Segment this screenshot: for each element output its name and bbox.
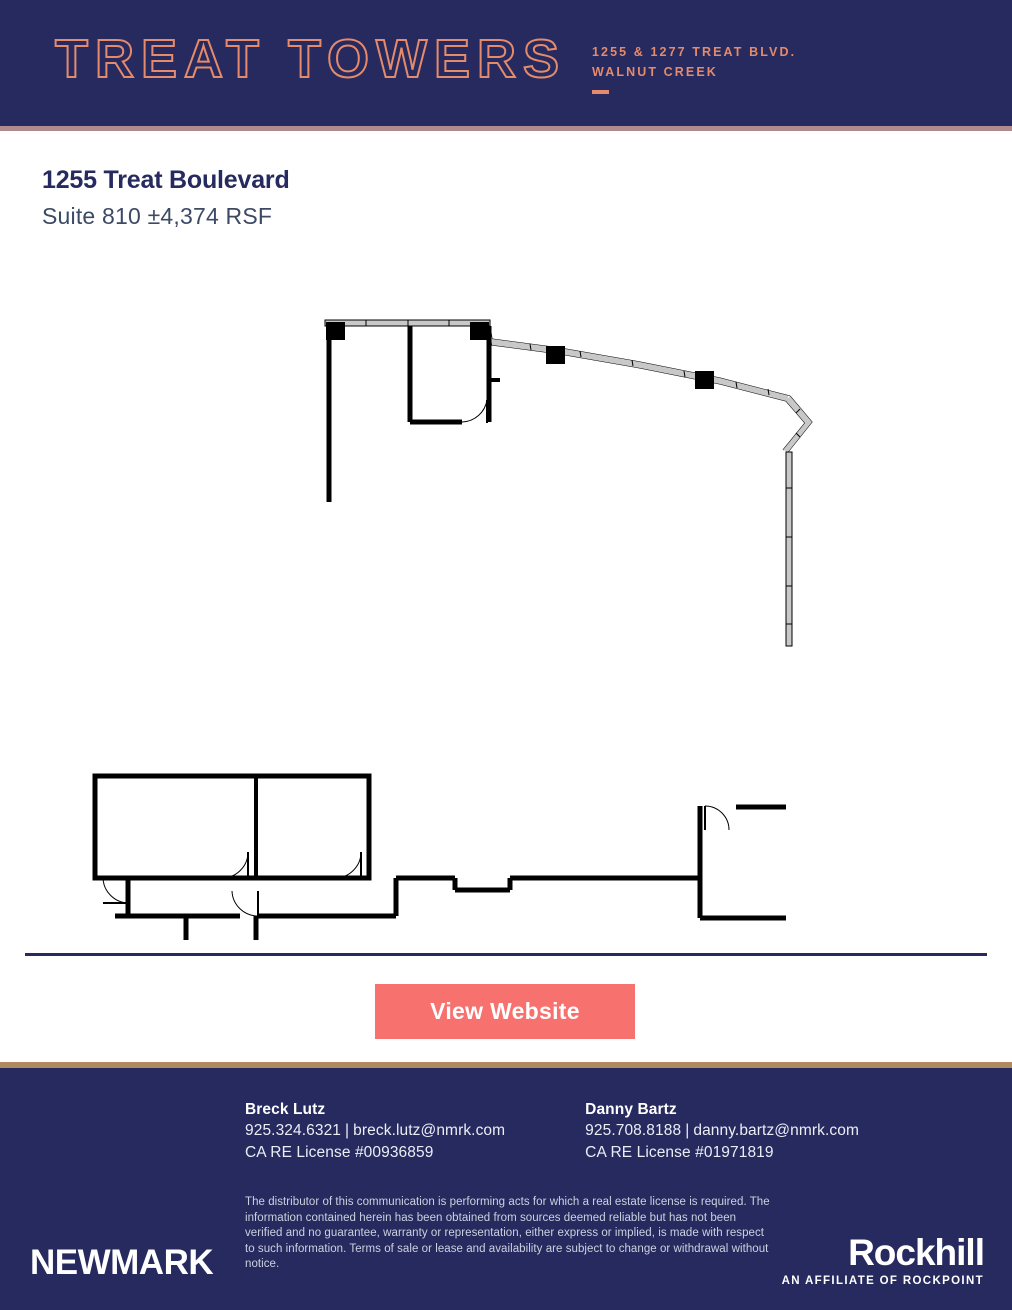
south-office-rooms: [183, 916, 259, 940]
contact-card-1: Danny Bartz 925.708.8188|danny.bartz@nmr…: [585, 1099, 859, 1164]
suite-subtitle: Suite 810 ±4,374 RSF: [42, 203, 273, 229]
contact-list: Breck Lutz 925.324.6321|breck.lutz@nmrk.…: [245, 1099, 859, 1164]
curved-window-wall: [489, 325, 791, 403]
rockhill-logo-tagline: AN AFFILIATE OF ROCKPOINT: [781, 1275, 984, 1287]
contact-license: CA RE License #00936859: [245, 1144, 434, 1161]
header-address-line-2: WALNUT CREEK: [592, 65, 718, 79]
contact-name: Danny Bartz: [585, 1101, 677, 1118]
contact-license: CA RE License #01971819: [585, 1144, 774, 1161]
contact-phone-email: 925.708.8188|danny.bartz@nmrk.com: [585, 1120, 859, 1142]
contact-phone[interactable]: 925.708.8188: [585, 1122, 682, 1139]
page-header: TREAT TOWERS 1255 & 1277 TREAT BLVD. WAL…: [0, 0, 1012, 126]
contact-separator: |: [345, 1122, 350, 1139]
rockhill-logo: Rockhill AN AFFILIATE OF ROCKPOINT: [781, 1232, 985, 1289]
corridor-walls: [95, 875, 700, 919]
west-office-rooms: [92, 773, 372, 881]
page-title: 1255 Treat Boulevard: [42, 166, 290, 194]
page-footer: Breck Lutz 925.324.6321|breck.lutz@nmrk.…: [0, 1068, 1012, 1310]
header-bottom-rule: [0, 126, 1012, 131]
newmark-logo: NEWMARK: [30, 1243, 214, 1282]
listing-title-block: 1255 Treat Boulevard Suite 810 ±4,374 RS…: [42, 164, 290, 232]
header-address-line-1: 1255 & 1277 TREAT BLVD.: [592, 45, 797, 59]
contact-separator: |: [685, 1122, 690, 1139]
contact-name: Breck Lutz: [245, 1101, 326, 1118]
structural-columns: [326, 322, 714, 389]
floor-plan-drawing: [92, 319, 813, 940]
north-window-wall: [324, 319, 491, 327]
east-suite-room: [697, 804, 786, 921]
contact-email[interactable]: danny.bartz@nmrk.com: [693, 1122, 859, 1139]
contact-card-0: Breck Lutz 925.324.6321|breck.lutz@nmrk.…: [245, 1099, 505, 1164]
contact-phone[interactable]: 925.324.6321: [245, 1122, 342, 1139]
header-brand-group: TREAT TOWERS 1255 & 1277 TREAT BLVD. WAL…: [54, 29, 796, 94]
contact-phone-email: 925.324.6321|breck.lutz@nmrk.com: [245, 1120, 505, 1142]
footer-top-rule: [0, 1062, 1012, 1068]
contact-email[interactable]: breck.lutz@nmrk.com: [353, 1122, 506, 1139]
legal-disclaimer: The distributor of this communication is…: [245, 1196, 770, 1270]
header-address-block: 1255 & 1277 TREAT BLVD. WALNUT CREEK: [592, 42, 796, 94]
floor-plan-area: [0, 270, 1012, 940]
floor-plan-walls: [92, 319, 813, 940]
north-office-rooms: [326, 326, 500, 502]
chamfered-corner-wall: [782, 395, 813, 455]
content-divider: [25, 953, 987, 956]
view-website-button[interactable]: View Website: [375, 984, 635, 1039]
east-window-wall: [785, 451, 793, 647]
rockhill-logo-name: Rockhill: [848, 1232, 985, 1273]
header-accent-dash: [592, 90, 609, 94]
brand-title: TREAT TOWERS: [54, 29, 566, 89]
